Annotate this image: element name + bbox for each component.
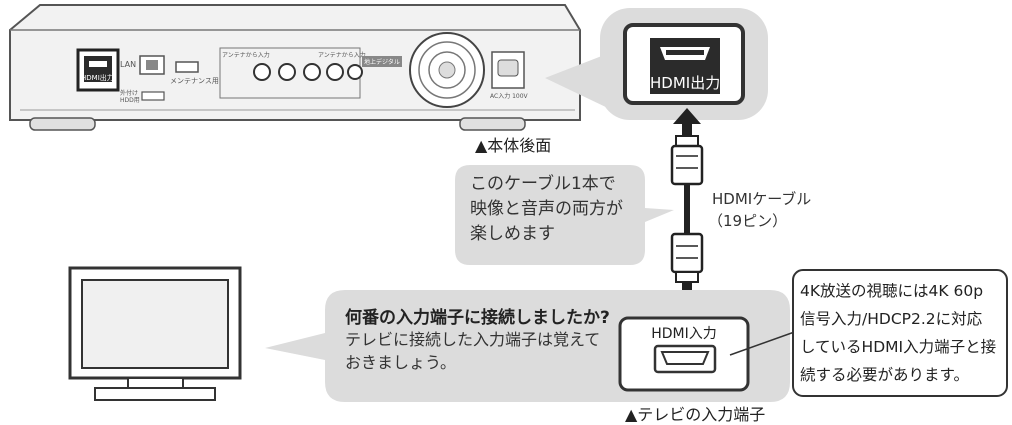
- lan-label: LAN: [120, 60, 137, 69]
- recorder-rear-caption: ▲本体後面: [475, 136, 552, 155]
- recorder-foot-right: [459, 117, 526, 131]
- maintenance-label: メンテナンス用: [170, 77, 219, 85]
- arrow-up-icon: [673, 108, 701, 124]
- maintenance-port: [175, 61, 199, 73]
- antenna-connector-4: [326, 63, 344, 81]
- ac-in-label: AC入力 100V: [490, 93, 528, 100]
- antenna-connector-1: [253, 63, 271, 81]
- hdmi-input-label: HDMI入力: [651, 326, 717, 342]
- television: [68, 266, 242, 401]
- antenna-connector-5: [347, 64, 363, 80]
- antenna-label-2: アンテナから入力: [318, 52, 366, 59]
- speech-line-2: 映像と音声の両方が: [470, 199, 623, 219]
- tv-screen: [81, 279, 229, 369]
- hdmi-out-port-icon: [84, 56, 112, 82]
- speech-bubble-text: このケーブル1本で 映像と音声の両方が 楽しめます: [470, 172, 623, 247]
- tv-stand: [94, 387, 216, 401]
- tv-advice-line-1: テレビに接続した入力端子は覚えて: [345, 330, 601, 349]
- hdmi-out-zoom-label: HDMI出力: [650, 74, 721, 92]
- note-line-3: しているHDMI入力端子と接: [800, 338, 997, 356]
- tv-advice-line-2: おきましょう。: [345, 353, 457, 372]
- antenna-label-1: アンテナから入力: [222, 52, 270, 59]
- zoom-callout-wedge: [545, 52, 612, 110]
- note-text: 4K放送の視聴には4K 60p 信号入力/HDCP2.2に対応 しているHDMI…: [800, 277, 996, 389]
- speech-line-1: このケーブル1本で: [470, 174, 616, 194]
- speech-bubble-shape: [455, 165, 674, 265]
- speech-line-3: 楽しめます: [470, 224, 555, 244]
- tv-advice: テレビに接続した入力端子は覚えて おきましょう。: [345, 328, 600, 374]
- recorder-back-panel: [9, 4, 581, 131]
- antenna-connector-3: [303, 63, 321, 81]
- hdmi-cable: [670, 108, 704, 310]
- usb-hdd-port: [141, 91, 165, 101]
- note-box-frame: [792, 269, 1008, 397]
- hdmi-out-small-label: HDMI出力: [81, 74, 114, 82]
- digital-label: 地上デジタル: [362, 56, 402, 67]
- note-line-1: 4K放送の視聴には4K 60p: [800, 282, 984, 300]
- note-line-2: 信号入力/HDCP2.2に対応: [800, 310, 983, 328]
- usb-hdd-label: 外付け HDD用: [120, 90, 140, 104]
- recorder-foot-left: [29, 117, 96, 131]
- tv-question: 何番の入力端子に接続しましたか?: [345, 308, 610, 328]
- tv-input-caption: ▲テレビの入力端子: [625, 405, 766, 424]
- cable-label-line2: （19ピン）: [708, 212, 788, 230]
- note-line-4: 続する必要があります。: [800, 366, 969, 384]
- cable-label-line1: HDMIケーブル: [712, 190, 812, 208]
- antenna-connector-2: [278, 63, 296, 81]
